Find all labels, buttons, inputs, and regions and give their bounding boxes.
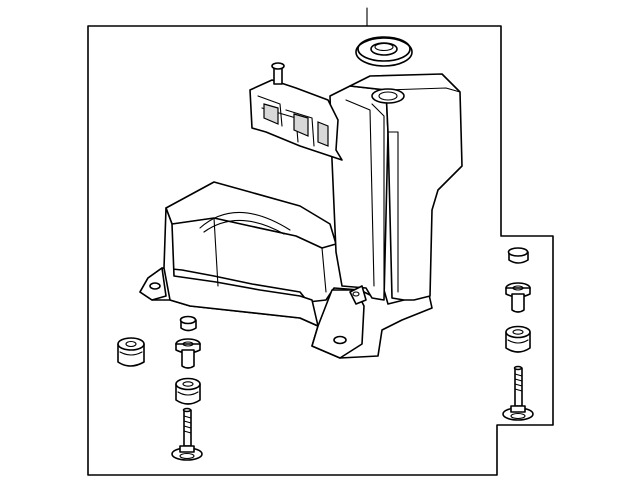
bolt-left [171,407,203,461]
collar-pin-right [505,282,531,313]
diagram-frame [87,25,554,476]
collar-pin-left [175,338,201,369]
rubber-mount-left-lower [175,377,201,405]
rubber-mount-left [117,337,145,367]
cap-left [179,315,197,332]
bolt-right [502,365,534,421]
top-grommet [355,36,413,67]
cap-right [507,247,529,264]
rubber-mount-right [505,325,531,353]
resonator-housing [139,62,463,359]
